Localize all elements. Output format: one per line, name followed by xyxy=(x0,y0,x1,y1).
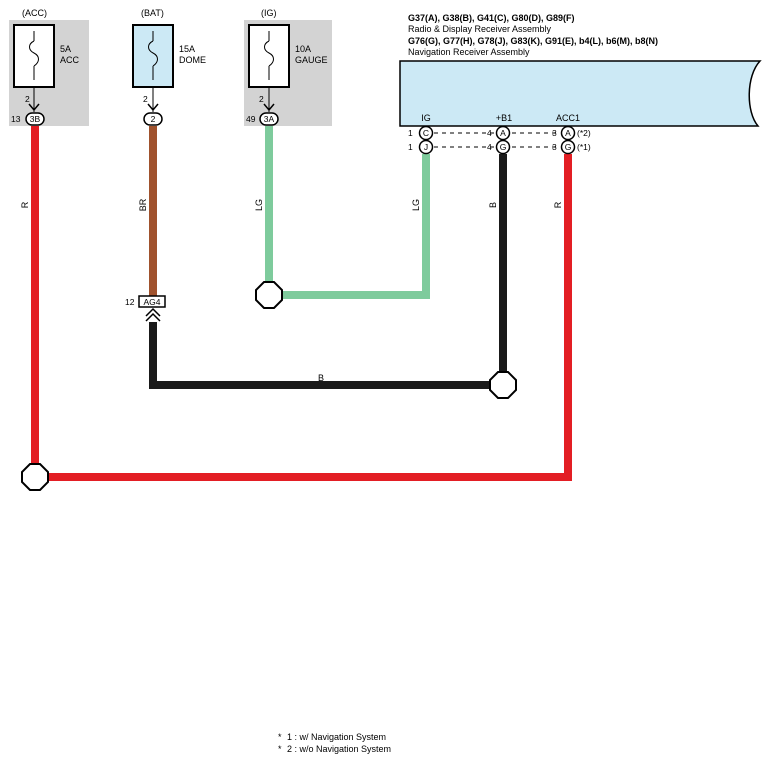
wire-acc-red xyxy=(31,126,572,481)
terminal-b1-label: +B1 xyxy=(496,113,512,123)
fuse-ig-name: GAUGE xyxy=(295,55,328,65)
footnotes: * 1 : w/ Navigation System * 2 : w/o Nav… xyxy=(278,732,391,754)
row1-b1-num: 4 xyxy=(487,128,492,138)
row2-b1-num: 4 xyxy=(487,142,492,152)
row1-b1-conn: A xyxy=(500,128,506,138)
row1-acc-note: (*2) xyxy=(577,128,591,138)
fuse-acc-rating: 5A xyxy=(60,44,71,54)
assembly-line2: Radio & Display Receiver Assembly xyxy=(408,24,552,34)
row2-acc-num: 3 xyxy=(552,142,557,152)
splice-point-b1 xyxy=(489,371,517,399)
wire-label-ig-asm: LG xyxy=(411,199,421,211)
row2-ig-num: 1 xyxy=(408,142,413,152)
fuse-ig-connector: 3A xyxy=(264,114,275,124)
fuse-ig-conn-num: 49 xyxy=(246,114,256,124)
terminal-acc1-label: ACC1 xyxy=(556,113,580,123)
splice-point-ig xyxy=(255,281,283,309)
row1-acc-conn: A xyxy=(565,128,571,138)
fuse-acc-circuit: (ACC) xyxy=(22,8,47,18)
assembly-line4: Navigation Receiver Assembly xyxy=(408,47,530,57)
row2-b1-conn: G xyxy=(500,142,507,152)
row2-acc-conn: G xyxy=(565,142,572,152)
connector-row-2: 1 4 3 (*1) xyxy=(408,142,591,152)
wire-label-bat: BR xyxy=(138,198,148,211)
wire-b1-black xyxy=(149,154,507,389)
fuse-acc: (ACC) 5A ACC 2 3B 13 xyxy=(9,8,89,126)
joint-num: 12 xyxy=(125,297,135,307)
fuse-acc-conn-num: 13 xyxy=(11,114,21,124)
terminal-ig-label: IG xyxy=(421,113,431,123)
connector-row-1: 1 4 3 (*2) xyxy=(408,128,591,138)
wire-label-acc-asm: R xyxy=(553,201,563,208)
row2-ig-conn: J xyxy=(424,142,428,152)
row1-acc-num: 3 xyxy=(552,128,557,138)
fuse-bat-pin: 2 xyxy=(143,94,148,104)
fuse-bat-circuit: (BAT) xyxy=(141,8,164,18)
fuse-ig-pin: 2 xyxy=(259,94,264,104)
splice-point-acc xyxy=(21,463,49,491)
receiver-assembly: G37(A), G38(B), G41(C), G80(D), G89(F) R… xyxy=(399,13,762,127)
row2-acc-note: (*1) xyxy=(577,142,591,152)
wire-label-ig: LG xyxy=(254,199,264,211)
fuse-bat: (BAT) 15A DOME 2 2 xyxy=(132,8,206,126)
note-2-mark: * xyxy=(278,744,282,754)
joint-connector-ag4: AG4 12 xyxy=(125,295,166,322)
wire-label-ground-run: B xyxy=(318,373,324,383)
fuse-bat-name: DOME xyxy=(179,55,206,65)
fuse-ig-rating: 10A xyxy=(295,44,311,54)
wire-label-acc: R xyxy=(20,201,30,208)
joint-name: AG4 xyxy=(143,297,160,307)
fuse-bat-connector: 2 xyxy=(151,114,156,124)
assembly-line1: G37(A), G38(B), G41(C), G80(D), G89(F) xyxy=(408,13,575,23)
wire-label-b1: B xyxy=(488,202,498,208)
fuse-ig: (IG) 10A GAUGE 2 3A 49 xyxy=(244,8,332,126)
fuse-acc-pin: 2 xyxy=(25,94,30,104)
row1-ig-conn: C xyxy=(423,128,429,138)
assembly-connectors: C A A J G G xyxy=(418,125,576,155)
fuse-ig-circuit: (IG) xyxy=(261,8,277,18)
note-2-text: 2 : w/o Navigation System xyxy=(287,744,391,754)
assembly-line3: G76(G), G77(H), G78(J), G83(K), G91(E), … xyxy=(408,36,658,46)
wire-ig-green xyxy=(265,126,430,299)
note-1-mark: * xyxy=(278,732,282,742)
row1-ig-num: 1 xyxy=(408,128,413,138)
fuse-acc-connector: 3B xyxy=(30,114,41,124)
fuse-acc-name: ACC xyxy=(60,55,80,65)
fuse-bat-rating: 15A xyxy=(179,44,195,54)
note-1-text: 1 : w/ Navigation System xyxy=(287,732,386,742)
